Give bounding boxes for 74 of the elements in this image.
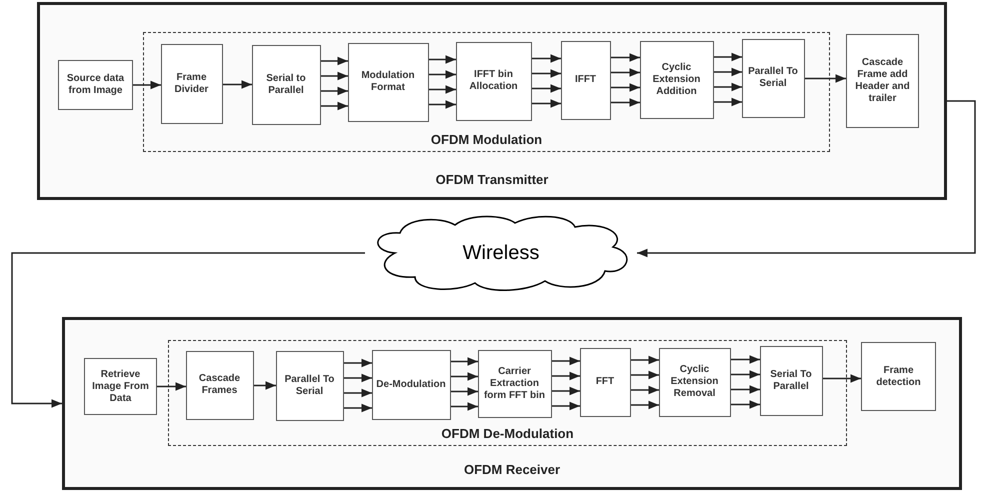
arrow [805, 74, 846, 83]
process-box: Cyclic Extension Removal [658, 348, 730, 416]
process-box: De-Modulation [372, 350, 450, 420]
arrow [714, 68, 742, 76]
arrow [637, 100, 976, 258]
process-box: Frame Divider [160, 44, 222, 124]
arrow [344, 404, 372, 412]
process-box: FFT [580, 348, 630, 416]
group-label: OFDM De-Modulation [440, 424, 575, 442]
arrow [344, 374, 372, 382]
arrow [254, 381, 276, 390]
arrow [631, 400, 659, 410]
arrow [532, 69, 561, 78]
arrow [429, 85, 456, 94]
system-panel [37, 2, 947, 200]
arrow [223, 80, 252, 89]
arrow [344, 388, 372, 398]
arrow [823, 374, 861, 383]
group-label: OFDM Modulation [430, 130, 544, 148]
process-box: Cascade Frame add Header and trailer [846, 34, 919, 128]
arrow [451, 402, 478, 411]
arrow [532, 99, 561, 108]
process-box: Cyclic Extension Addition [640, 40, 714, 118]
process-box: Modulation Format [348, 42, 428, 122]
arrow [611, 53, 640, 62]
group-label: OFDM Transmitter [434, 170, 550, 188]
arrow [157, 382, 186, 391]
arrow [552, 402, 580, 410]
arrow [714, 82, 742, 92]
arrow [429, 55, 456, 64]
arrow [611, 83, 640, 92]
arrow [532, 54, 561, 63]
arrow [451, 387, 478, 396]
arrow [631, 356, 659, 364]
process-box: Source data from Image [58, 60, 133, 110]
system-panel [62, 317, 962, 490]
arrow [451, 357, 478, 366]
arrow [429, 100, 456, 109]
arrow [321, 102, 348, 110]
arrow [532, 84, 561, 93]
arrow [731, 370, 760, 379]
arrow [552, 372, 580, 380]
arrow [611, 98, 640, 107]
group-box [168, 340, 847, 446]
process-box: Serial To Parallel [760, 346, 822, 416]
arrow [552, 356, 580, 366]
process-box: Cascade Frames [186, 350, 254, 420]
process-box: Parallel To Serial [276, 350, 344, 420]
cloud-label: Wireless [462, 241, 540, 266]
arrow [321, 86, 348, 96]
arrow [731, 400, 760, 409]
arrow [714, 98, 742, 106]
process-box: IFFT bin Allocation [456, 42, 532, 120]
group-box [143, 32, 830, 152]
arrow [133, 80, 161, 90]
process-box: Retrieve Image From Data [84, 358, 157, 415]
arrow [731, 355, 760, 364]
arrow [552, 386, 580, 396]
arrow [451, 372, 478, 381]
process-box: Carrier Extraction form FFT bin [478, 350, 552, 418]
process-box: Parallel To Serial [742, 38, 804, 118]
process-box: Serial to Parallel [252, 44, 320, 124]
arrow [631, 386, 659, 394]
arrow [611, 68, 640, 77]
arrow [344, 358, 372, 368]
process-box: Frame detection [861, 342, 936, 411]
arrow [631, 370, 659, 380]
process-box: IFFT [560, 40, 610, 120]
arrow [731, 385, 760, 394]
group-label: OFDM Receiver [462, 460, 562, 478]
arrow [714, 52, 742, 62]
arrow [321, 56, 348, 66]
arrow [321, 72, 348, 80]
arrow [429, 70, 456, 79]
